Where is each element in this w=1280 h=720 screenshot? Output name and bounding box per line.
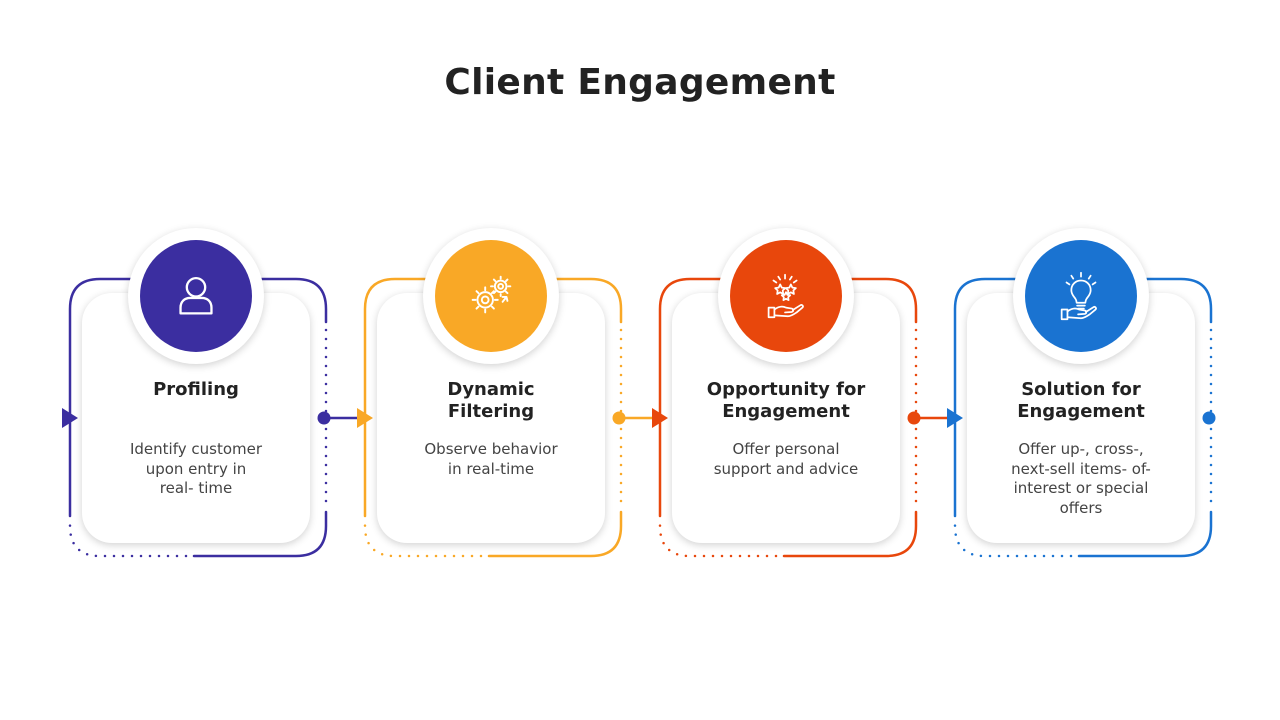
step-2-arrow-in <box>357 408 373 428</box>
step-2-frame-bottom-dotted <box>363 518 483 558</box>
step-1-arrow-in <box>62 408 78 428</box>
step-4-frame-bottom-dotted <box>953 518 1073 558</box>
step-3-arrow-in <box>652 408 668 428</box>
step-4-arrow-in <box>947 408 963 428</box>
step-3-frame-bottom <box>782 510 918 558</box>
step-1-frame-top <box>68 277 328 518</box>
step-4-frame-top <box>953 277 1213 518</box>
step-2-frame-bottom <box>487 510 623 558</box>
step-3-connector-dot <box>907 411 921 425</box>
step-3-frame-bottom-dotted <box>658 518 778 558</box>
step-2-connector-dot <box>612 411 626 425</box>
step-4-frame-bottom <box>1077 510 1213 558</box>
step-2-frame-top <box>363 277 623 518</box>
step-3-frame-top <box>658 277 918 518</box>
step-1-connector-dot <box>317 411 331 425</box>
page-title: Client Engagement <box>444 62 836 103</box>
step-1-frame-bottom <box>192 510 328 558</box>
step-1-frame-bottom-dotted <box>68 518 188 558</box>
step-4-connector-dot <box>1202 411 1216 425</box>
